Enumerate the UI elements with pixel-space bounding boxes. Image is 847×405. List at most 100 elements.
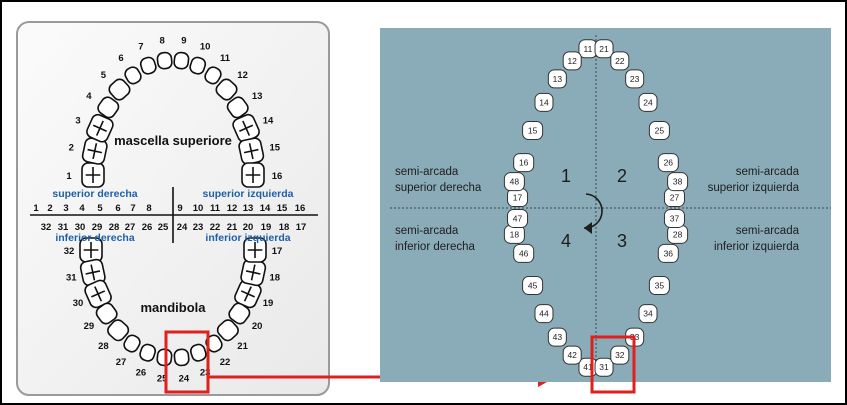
upper-row-number: 1 <box>33 203 39 214</box>
right-tooth-number: 27 <box>670 193 680 203</box>
right-tooth-number: 17 <box>513 193 523 203</box>
right-panel <box>380 28 831 382</box>
right-tooth <box>547 69 567 89</box>
right-label-lower-left-1: semi-arcada <box>736 225 800 237</box>
lower-tooth <box>139 343 157 362</box>
right-tooth-number: 34 <box>643 309 653 319</box>
right-tooth <box>667 172 689 192</box>
right-label-lower-right-2: inferior derecha <box>395 241 476 253</box>
upper-arch-number: 12 <box>237 70 248 81</box>
quadrant-1: 1 <box>561 166 571 186</box>
right-tooth <box>522 120 544 140</box>
upper-arch-teeth <box>81 51 265 188</box>
upper-row-number: 13 <box>243 203 254 214</box>
lower-tooth <box>189 343 207 362</box>
right-tooth <box>562 345 582 365</box>
right-tooth-number: 41 <box>583 362 593 372</box>
lower-arch-number: 29 <box>84 321 95 332</box>
upper-arch-number: 9 <box>181 36 186 47</box>
tooth-groove <box>91 286 106 302</box>
tooth-groove <box>240 286 255 302</box>
upper-tooth <box>173 51 190 70</box>
quadrant-3: 3 <box>617 231 627 251</box>
right-tooth-number: 26 <box>664 158 674 168</box>
lower-arch-number: 22 <box>220 357 231 368</box>
lower-row-number: 29 <box>92 222 103 233</box>
right-tooth <box>638 304 658 324</box>
lower-row-number: 28 <box>109 222 120 233</box>
lower-row-number: 27 <box>125 222 136 233</box>
upper-arch-number: 10 <box>200 42 211 53</box>
upper-row-number: 16 <box>295 203 306 214</box>
label-superior-izquierda: superior izquierda <box>202 188 293 200</box>
upper-row-number: 3 <box>63 203 68 214</box>
right-tooth-number: 35 <box>655 281 665 291</box>
tooth-groove <box>85 167 101 183</box>
lower-row-number: 26 <box>142 222 153 233</box>
lower-row-number: 32 <box>41 222 52 233</box>
right-tooth <box>507 208 529 228</box>
upper-row-number: 8 <box>146 203 151 214</box>
lower-row-number: 20 <box>243 222 254 233</box>
right-tooth-number: 11 <box>584 44 593 54</box>
right-tooth <box>513 153 535 173</box>
lower-row-number: 17 <box>296 222 307 233</box>
lower-arch-number: 30 <box>73 298 84 309</box>
right-tooth-number: 32 <box>615 350 625 360</box>
upper-tooth <box>97 96 120 119</box>
right-arch-teeth: 1112131415161718212223242526272841424344… <box>503 39 689 377</box>
lower-row-number: 25 <box>158 222 169 233</box>
lower-arch-number: 23 <box>200 368 211 379</box>
right-label-upper-left-1: semi-arcada <box>736 166 800 178</box>
lower-arch-number: 17 <box>272 246 283 257</box>
right-tooth-number: 16 <box>519 158 529 168</box>
upper-row-number: 5 <box>97 203 103 214</box>
right-tooth-number: 37 <box>670 213 680 223</box>
lower-arch-number: 31 <box>66 273 77 284</box>
tooth-groove <box>247 242 263 258</box>
lower-tooth <box>107 319 130 342</box>
right-tooth-number: 13 <box>553 74 563 84</box>
right-tooth <box>610 345 630 365</box>
lower-arch-number: 32 <box>64 246 75 257</box>
lower-row-number: 30 <box>75 222 86 233</box>
upper-arch-number: 14 <box>263 116 274 127</box>
right-tooth-number: 23 <box>630 74 640 84</box>
tooth-groove <box>85 264 101 281</box>
rotation-arrow-head-icon <box>584 222 592 234</box>
quadrant-2: 2 <box>617 166 627 186</box>
label-inferior-derecha: inferior derecha <box>55 232 135 244</box>
upper-row-number: 10 <box>193 203 204 214</box>
tooth-groove <box>92 120 107 136</box>
lower-row-number: 19 <box>261 222 272 233</box>
right-tooth-number: 43 <box>553 332 563 342</box>
lower-arch-number: 26 <box>136 368 147 379</box>
lower-arch-number: 19 <box>263 298 274 309</box>
lower-row-number: 23 <box>193 222 204 233</box>
tooth-groove <box>245 167 261 183</box>
upper-arch-number: 8 <box>159 36 164 47</box>
right-tooth <box>657 153 679 173</box>
right-tooth <box>657 243 679 263</box>
upper-row-number: 15 <box>277 203 288 214</box>
upper-arch-number: 6 <box>118 53 123 64</box>
lower-row-number: 21 <box>227 222 238 233</box>
right-tooth <box>610 51 630 71</box>
right-tooth-number: 47 <box>513 213 523 223</box>
lower-arch-number: 24 <box>179 373 190 384</box>
right-tooth <box>594 39 614 59</box>
lower-arch-number: 28 <box>98 341 109 352</box>
tooth-groove <box>243 143 259 160</box>
upper-tooth <box>189 56 207 75</box>
right-tooth <box>663 208 685 228</box>
right-tooth-number: 46 <box>519 248 529 258</box>
label-inferior-izquierda: inferior izquierda <box>205 232 290 244</box>
right-tooth <box>534 304 554 324</box>
upper-tooth <box>226 96 249 119</box>
right-tooth-number: 36 <box>664 248 674 258</box>
upper-row-number: 2 <box>47 203 52 214</box>
right-tooth <box>513 243 535 263</box>
